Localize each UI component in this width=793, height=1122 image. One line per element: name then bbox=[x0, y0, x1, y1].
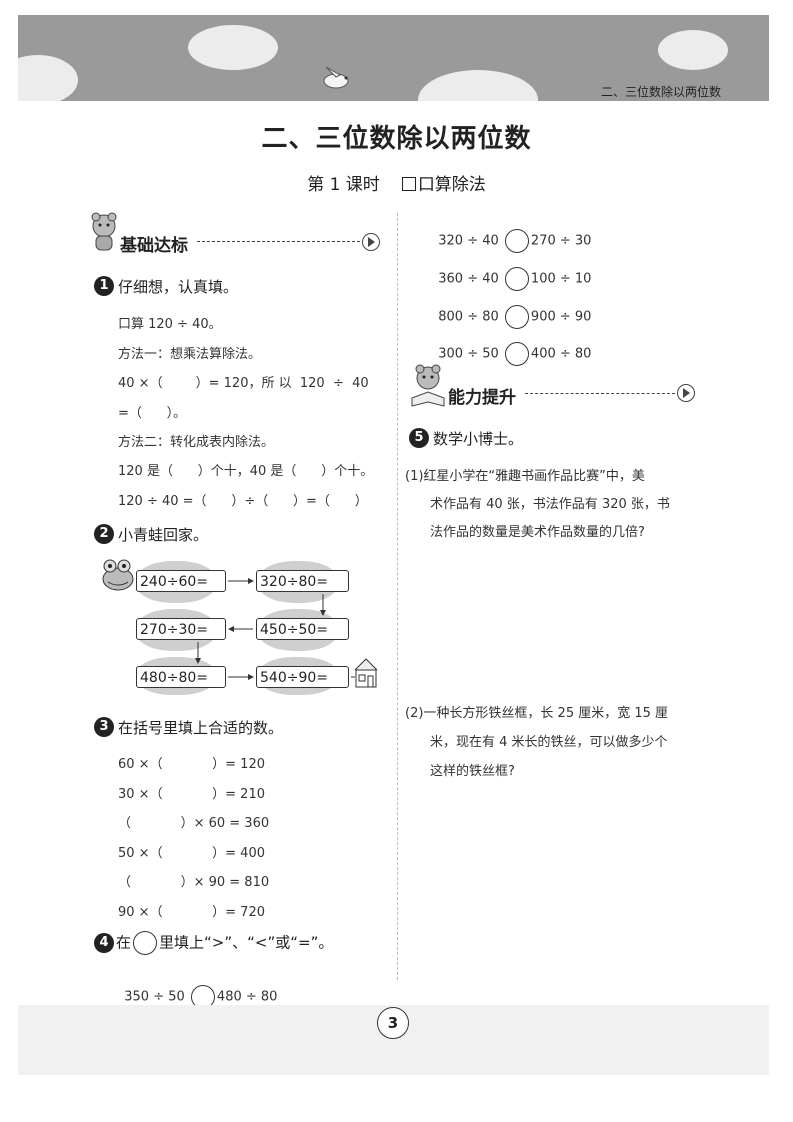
tiger-reading-mascot-icon bbox=[411, 364, 445, 407]
question-number: 5 bbox=[409, 428, 429, 448]
compare-right: 100 ÷ 10 bbox=[530, 271, 592, 287]
header-section-tag: 二、三位数除以两位数 bbox=[600, 85, 721, 99]
q1-line: 40 ×（ ）= 120，所 以 120 ÷ 40 bbox=[118, 376, 369, 391]
q5-p1-line: 法作品的数量是美术作品数量的几倍? bbox=[430, 525, 645, 540]
calc-box: 450÷50= bbox=[256, 618, 349, 640]
cloud-decoration bbox=[188, 25, 278, 70]
calc-box: 240÷60= bbox=[136, 570, 226, 592]
q5-p1-line: (1)红星小学在“雅趣书画作品比赛”中，美 bbox=[405, 469, 645, 484]
section-advanced-title: 能力提升 bbox=[448, 388, 516, 408]
q5-p1-line: 术作品有 40 张，书法作品有 320 张，书 bbox=[430, 497, 670, 512]
section-divider-line bbox=[525, 393, 675, 394]
section-divider-line bbox=[197, 241, 360, 242]
q1-line: 方法一：想乘法算除法。 bbox=[118, 347, 262, 362]
cloud-decoration bbox=[18, 55, 78, 101]
calc-box: 540÷90= bbox=[256, 666, 349, 688]
calc-box: 270÷30= bbox=[136, 618, 226, 640]
q1-line: 120 是（ ）个十，40 是（ ）个十。 bbox=[118, 464, 374, 479]
play-arrow-icon bbox=[677, 384, 695, 402]
q3-line: 30 ×（ ）= 210 bbox=[118, 787, 265, 802]
path-arrows bbox=[195, 578, 355, 680]
q3-line: 50 ×（ ）= 400 bbox=[118, 846, 265, 861]
compare-row: 800 ÷ 80 900 ÷ 90 bbox=[430, 290, 591, 329]
q3-line: （ ）× 90 = 810 bbox=[118, 875, 270, 890]
q3-line: 90 ×（ ）= 720 bbox=[118, 905, 265, 920]
compare-right: 400 ÷ 80 bbox=[530, 346, 592, 362]
compare-row: 350 ÷ 50 480 ÷ 80 bbox=[116, 970, 277, 1009]
q4-title-post: 里填上“>”、“<”或“=”。 bbox=[159, 933, 334, 952]
compare-right: 270 ÷ 30 bbox=[530, 233, 592, 249]
q5-p2-line: 米，现在有 4 米长的铁丝，可以做多少个 bbox=[430, 735, 668, 750]
column-divider bbox=[397, 213, 398, 980]
q3-line: 60 ×（ ）= 120 bbox=[118, 757, 265, 772]
cloud-decoration bbox=[418, 70, 538, 101]
compare-circle-blank[interactable] bbox=[504, 342, 529, 366]
question-title: 在 里填上“>”、“<”或“=”。 bbox=[116, 931, 333, 955]
compare-left: 350 ÷ 50 bbox=[124, 989, 185, 1005]
compare-right: 480 ÷ 80 bbox=[216, 989, 278, 1005]
play-arrow-icon bbox=[362, 233, 380, 251]
q1-line: 方法二：转化成表内除法。 bbox=[118, 435, 275, 450]
house-icon bbox=[354, 658, 378, 688]
calc-box: 480÷80= bbox=[136, 666, 226, 688]
question-title: 在括号里填上合适的数。 bbox=[118, 719, 284, 737]
q1-line: 120 ÷ 40 =（ ）÷（ ）=（ ） bbox=[118, 494, 368, 509]
calc-box: 320÷80= bbox=[256, 570, 349, 592]
compare-right: 900 ÷ 90 bbox=[530, 309, 592, 325]
lesson-topic: 口算除法 bbox=[417, 175, 486, 195]
lesson-number: 第 1 课时 bbox=[307, 175, 380, 195]
compare-circle-blank[interactable] bbox=[504, 267, 529, 291]
question-number: 2 bbox=[94, 524, 114, 544]
frog-icon bbox=[102, 559, 134, 591]
question-number: 1 bbox=[94, 276, 114, 296]
bird-icon bbox=[323, 66, 349, 89]
section-basic-title: 基础达标 bbox=[120, 236, 188, 256]
q1-line: =（ ）。 bbox=[118, 406, 187, 421]
q3-line: （ ）× 60 = 360 bbox=[118, 816, 270, 831]
question-title: 小青蛙回家。 bbox=[118, 526, 209, 544]
q5-p2-line: 这样的铁丝框? bbox=[430, 764, 515, 779]
compare-circle-blank[interactable] bbox=[504, 305, 529, 329]
blank-box-icon bbox=[401, 177, 416, 191]
page-number: 3 bbox=[377, 1007, 409, 1039]
tiger-mascot-icon bbox=[91, 212, 117, 251]
compare-row: 320 ÷ 40 270 ÷ 30 bbox=[430, 214, 591, 253]
compare-left: 360 ÷ 40 bbox=[438, 271, 499, 287]
compare-row: 300 ÷ 50 400 ÷ 80 bbox=[430, 327, 591, 366]
compare-left: 300 ÷ 50 bbox=[438, 346, 499, 362]
compare-circle-blank[interactable] bbox=[504, 229, 529, 253]
compare-left: 800 ÷ 80 bbox=[438, 309, 499, 325]
compare-left: 320 ÷ 40 bbox=[438, 233, 499, 249]
question-number: 3 bbox=[94, 717, 114, 737]
lesson-subtitle: 第 1 课时 口算除法 bbox=[0, 170, 793, 195]
question-title: 数学小博士。 bbox=[433, 430, 524, 448]
question-number: 4 bbox=[94, 933, 114, 953]
question-title: 仔细想，认真填。 bbox=[118, 278, 239, 296]
frog-path-diagram: 240÷60= 320÷80= 270÷30= 450÷50= 480÷80= … bbox=[98, 553, 383, 695]
cloud-decoration bbox=[658, 30, 728, 70]
q5-p2-line: (2)一种长方形铁丝框，长 25 厘米，宽 15 厘 bbox=[405, 706, 669, 721]
page-title: 二、三位数除以两位数 bbox=[261, 124, 532, 154]
q1-line: 口算 120 ÷ 40。 bbox=[118, 317, 222, 332]
header-banner bbox=[18, 15, 769, 101]
compare-circle-icon bbox=[133, 931, 158, 955]
compare-row: 360 ÷ 40 100 ÷ 10 bbox=[430, 252, 591, 291]
q4-title-pre: 在 bbox=[116, 933, 132, 952]
